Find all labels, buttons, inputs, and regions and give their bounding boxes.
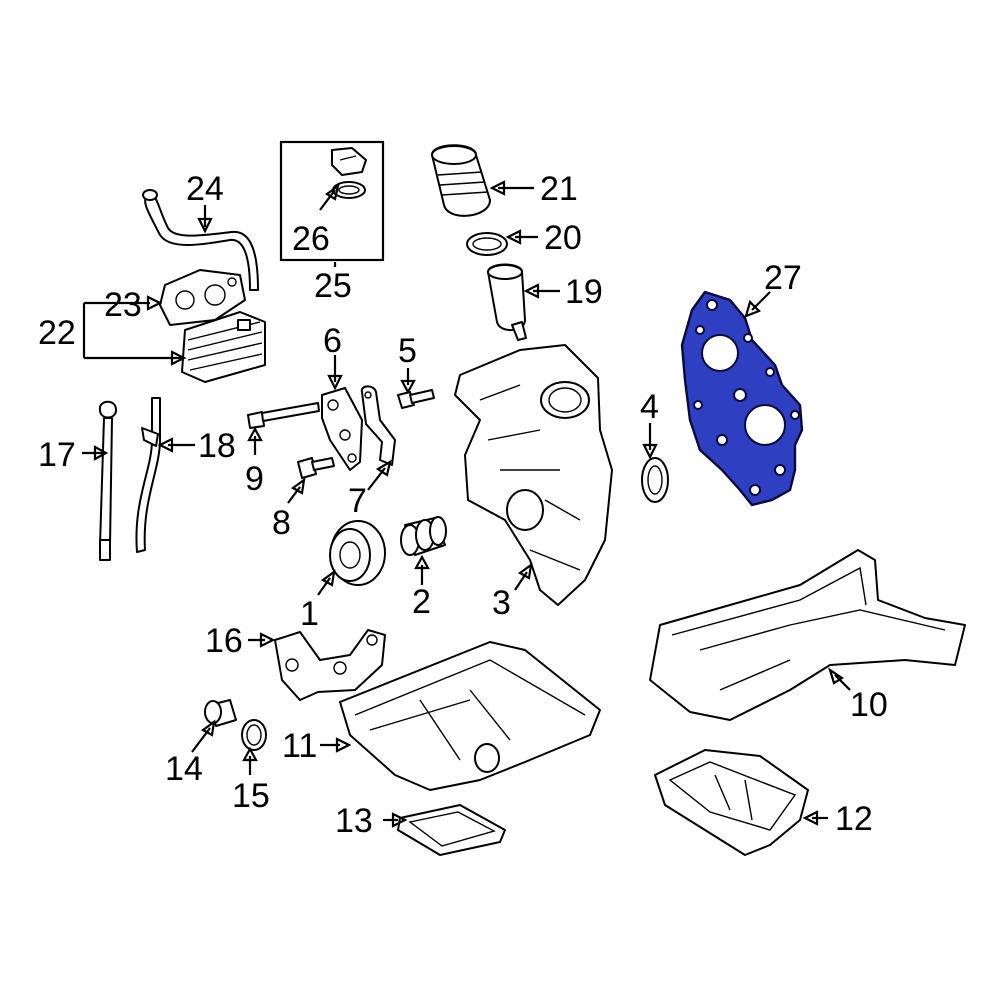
part-4-seal[interactable]	[641, 457, 669, 503]
part-27-gasket-highlighted[interactable]	[680, 290, 804, 507]
label-17: 17	[38, 436, 76, 474]
part-25-oil-filler-cap[interactable]	[331, 147, 367, 176]
label-24: 24	[186, 170, 224, 208]
part-labels: 24 26 25 21 20 19 27 23 22 6 5 4 17 18 9…	[38, 170, 888, 840]
part-24-breather-hose[interactable]	[142, 189, 259, 291]
label-11: 11	[282, 727, 317, 765]
label-18: 18	[198, 427, 236, 465]
part-15-ring[interactable]	[241, 719, 267, 751]
label-2: 2	[412, 583, 431, 621]
label-22: 22	[38, 314, 76, 352]
part-20-o-ring[interactable]	[466, 232, 508, 256]
label-4: 4	[640, 388, 659, 426]
label-27: 27	[764, 259, 802, 297]
label-8: 8	[272, 504, 291, 542]
part-16-bracket[interactable]	[274, 629, 386, 701]
part-1-pulley[interactable]	[329, 520, 386, 586]
part-9-long-bolt[interactable]	[247, 402, 320, 429]
part-17-dipstick[interactable]	[98, 400, 117, 561]
label-20: 20	[544, 219, 582, 257]
label-26: 26	[292, 220, 330, 258]
part-23-gasket[interactable]	[159, 269, 246, 326]
label-14: 14	[165, 750, 203, 788]
part-25-group-box	[279, 140, 385, 262]
part-7-bracket[interactable]	[360, 385, 396, 466]
label-15: 15	[232, 777, 270, 815]
label-9: 9	[245, 460, 264, 498]
label-21: 21	[540, 170, 578, 208]
label-7: 7	[348, 482, 367, 520]
part-10-oil-pan-large[interactable]	[649, 549, 966, 721]
part-18-dipstick-tube[interactable]	[135, 397, 161, 553]
part-5-bolt[interactable]	[397, 389, 435, 409]
label-6: 6	[323, 322, 342, 360]
label-19: 19	[565, 273, 603, 311]
part-12-oil-sump[interactable]	[654, 749, 809, 856]
part-14-bushing[interactable]	[204, 699, 237, 727]
label-12: 12	[835, 800, 873, 838]
part-26-seal-ring[interactable]	[332, 181, 366, 199]
part-19-filter-element[interactable]	[487, 263, 527, 341]
label-1: 1	[300, 595, 319, 633]
label-5: 5	[398, 332, 417, 370]
part-2-bushing[interactable]	[400, 516, 447, 556]
label-3: 3	[492, 584, 511, 622]
part-3-timing-cover[interactable]	[454, 344, 613, 606]
part-8-bolt[interactable]	[297, 457, 335, 479]
label-10: 10	[850, 686, 888, 724]
part-13-gasket[interactable]	[397, 804, 506, 856]
part-6-bracket[interactable]	[321, 387, 363, 471]
part-21-oil-filter-housing[interactable]	[431, 144, 491, 217]
label-13: 13	[335, 802, 373, 840]
part-11-oil-pan-upper[interactable]	[339, 641, 601, 791]
part-22-oil-cooler[interactable]	[181, 311, 266, 383]
label-25: 25	[314, 267, 352, 305]
label-16: 16	[205, 622, 243, 660]
label-23: 23	[104, 286, 142, 324]
leader-lines	[82, 180, 851, 828]
